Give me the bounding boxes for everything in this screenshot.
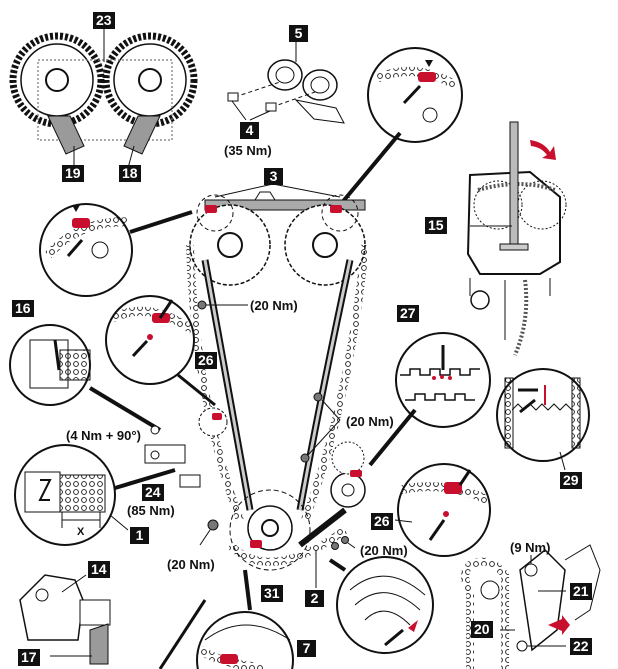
gear-tooth-timing-magnifier — [368, 332, 491, 467]
callout-22: 22 — [570, 638, 592, 655]
callout-20: 20 — [471, 621, 493, 638]
torque-upper-guide: (20 Nm) — [250, 298, 298, 313]
callout-27: 27 — [397, 305, 419, 322]
callout-2: 2 — [305, 590, 324, 607]
torque-lower-right-guide: (20 Nm) — [360, 543, 408, 558]
balance-chain-magnifier — [496, 368, 590, 471]
front-cover-with-locking-tool — [466, 121, 567, 356]
callout-23: 23 — [93, 12, 115, 29]
hydraulic-tensioner-magnifier — [14, 444, 176, 546]
callout-24: 24 — [142, 484, 164, 501]
callout-31: 31 — [261, 585, 283, 602]
callout-15: 15 — [425, 217, 447, 234]
callout-29: 29 — [560, 472, 582, 489]
callout-7: 7 — [297, 640, 316, 657]
torque-item-24: (85 Nm) — [127, 503, 175, 518]
callout-26-idler: 26 — [195, 352, 217, 369]
callout-16: 16 — [12, 300, 34, 317]
callout-26-oil-pump: 26 — [371, 513, 393, 530]
camshaft-sprocket-pair-detail — [9, 28, 198, 169]
camshaft-timing-magnifier-right — [338, 47, 463, 207]
tensioner-clip-magnifier — [9, 324, 162, 432]
callout-19: 19 — [62, 165, 84, 182]
callout-3: 3 — [264, 168, 283, 185]
callout-18: 18 — [119, 165, 141, 182]
camshaft-timing-magnifier-left — [39, 203, 193, 297]
dimension-x-label: X — [77, 526, 85, 538]
torque-lower-left-guide: (20 Nm) — [167, 557, 215, 572]
torque-item-4: (35 Nm) — [224, 143, 272, 158]
callout-4: 4 — [240, 122, 259, 139]
balance-shaft-tensioner-detail — [461, 544, 601, 669]
idler-pulley-assembly — [227, 40, 345, 124]
callout-1: 1 — [130, 527, 149, 544]
torque-tensioner-bolts: (4 Nm + 90°) — [66, 428, 141, 443]
crank-mark-magnifier — [328, 556, 434, 654]
torque-balance-tensioner: (9 Nm) — [510, 540, 551, 555]
callout-21: 21 — [570, 583, 592, 600]
callout-14: 14 — [88, 561, 110, 578]
tensioner-body-detail — [19, 574, 111, 665]
crankshaft-sprocket-magnifier — [158, 569, 294, 669]
callout-5: 5 — [289, 25, 308, 42]
callout-17: 17 — [18, 649, 40, 666]
torque-right-guide: (20 Nm) — [346, 414, 394, 429]
main-timing-chain-assembly — [144, 183, 369, 588]
oil-pump-timing-magnifier — [394, 463, 491, 557]
